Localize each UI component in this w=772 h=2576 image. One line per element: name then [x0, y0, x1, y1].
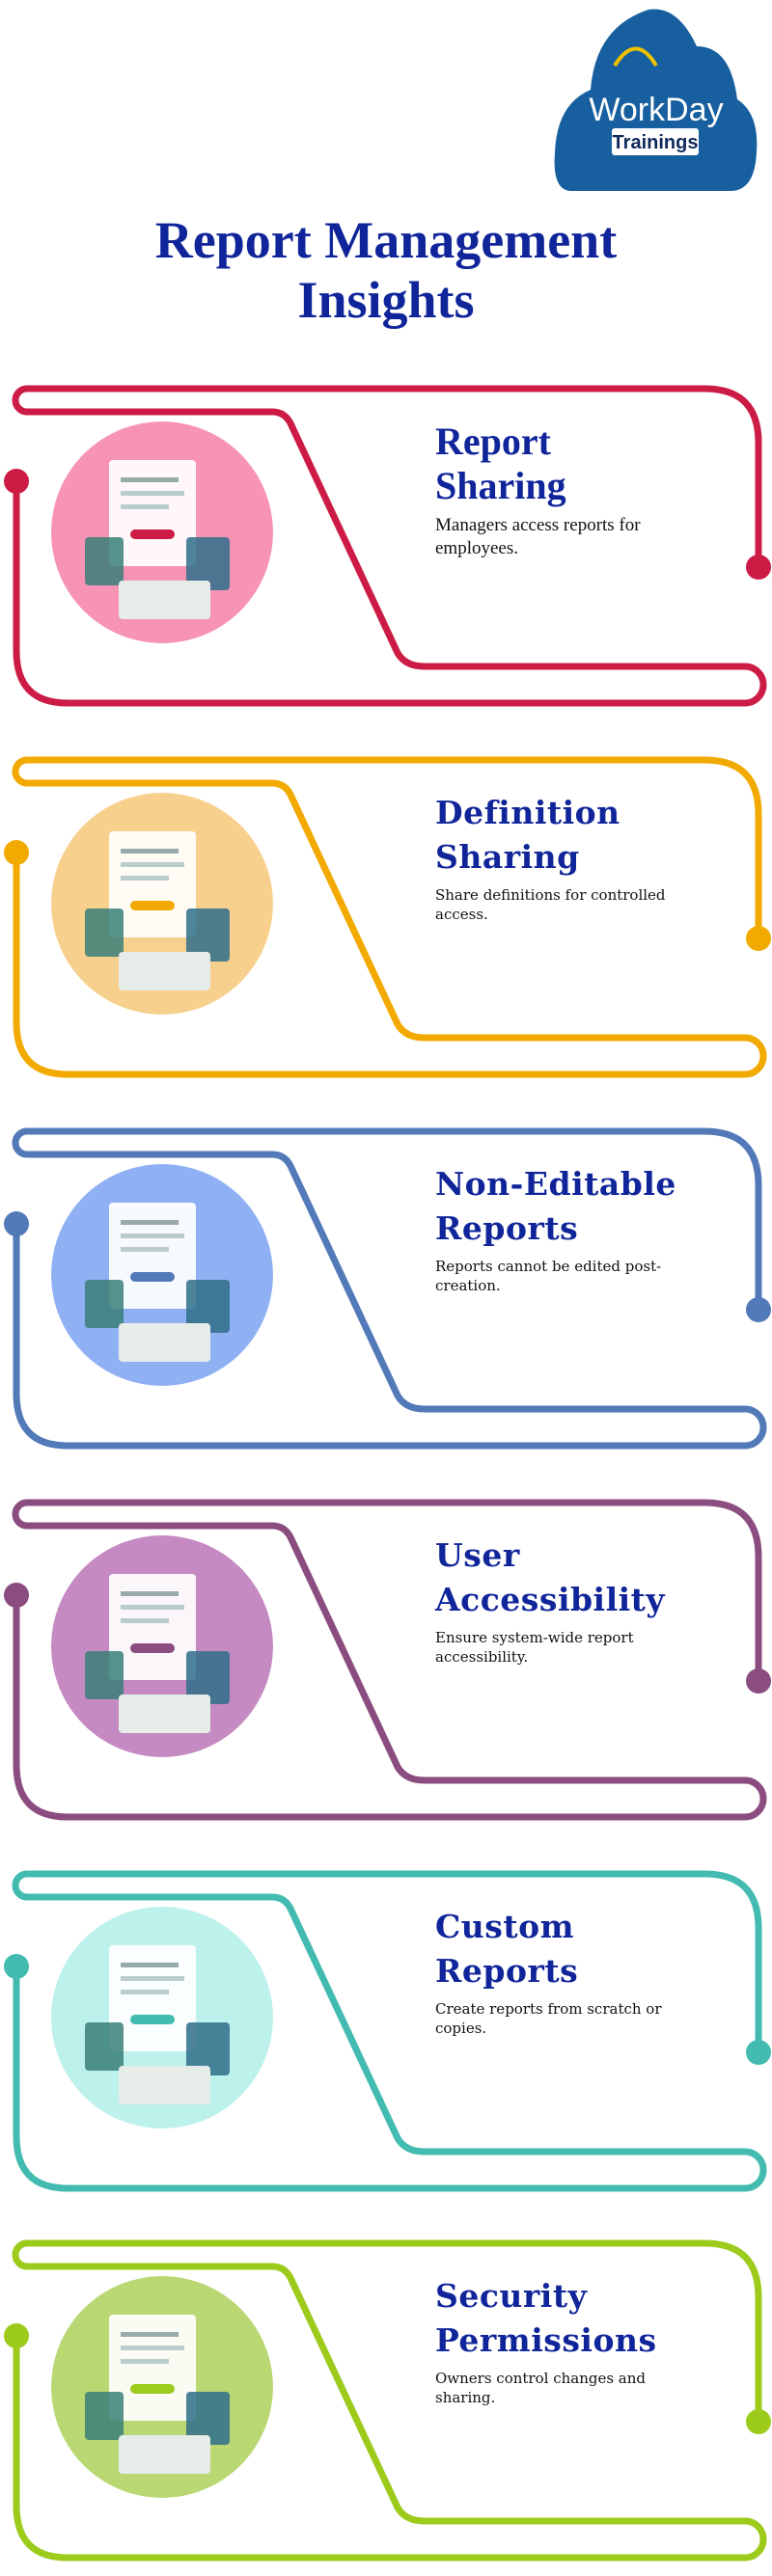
security-permissions-illustration [51, 2276, 273, 2498]
connector-frame [4, 385, 771, 707]
heading-line-1: Definition [435, 794, 620, 831]
definition-sharing-illustration [51, 793, 273, 1015]
heading-line-1: Custom [435, 1908, 575, 1945]
page-title: Report Management Insights [0, 210, 772, 330]
left-dot [4, 2323, 29, 2348]
left-dot [4, 1954, 29, 1979]
heading-line-2: Accessibility [435, 1581, 666, 1618]
section-description: Create reports from scratch or copies. [435, 2000, 662, 2037]
section-heading: Report Sharing [435, 420, 696, 508]
section-description: Share definitions for controlled access. [435, 886, 666, 923]
heading-line-2: Reports [435, 1952, 579, 1990]
left-dot [4, 1583, 29, 1608]
section-text: Definition Sharing Share definitions for… [435, 791, 696, 924]
custom-reports-illustration [51, 1907, 273, 2129]
section-text: Report Sharing Managers access reports f… [435, 420, 696, 560]
report-sharing-illustration [51, 421, 273, 643]
heading-line-2: Permissions [435, 2321, 657, 2359]
connector-frame [4, 1127, 771, 1450]
non-editable-reports-illustration [51, 1164, 273, 1386]
heading-line-1: Security [435, 2277, 588, 2315]
section-heading: Non-Editable Reports [435, 1162, 696, 1251]
section-heading: User Accessibility [435, 1533, 696, 1622]
section-description: Reports cannot be edited post-creation. [435, 1258, 662, 1294]
heading-line-1: User [435, 1536, 520, 1574]
left-dot [4, 840, 29, 865]
section-user-accessibility: User Accessibility Ensure system-wide re… [0, 1495, 772, 1828]
title-line-1: Report Management [154, 211, 618, 269]
right-dot [746, 555, 771, 580]
left-dot [4, 1211, 29, 1236]
section-text: Custom Reports Create reports from scrat… [435, 1905, 696, 2038]
section-text: Security Permissions Owners control chan… [435, 2274, 696, 2407]
section-report-sharing: Report Sharing Managers access reports f… [0, 381, 772, 714]
right-dot [746, 2409, 771, 2434]
section-heading: Definition Sharing [435, 791, 696, 880]
user-accessibility-illustration [51, 1535, 273, 1757]
connector-frame [4, 756, 771, 1078]
section-security-permissions: Security Permissions Owners control chan… [0, 2236, 772, 2568]
section-text: Non-Editable Reports Reports cannot be e… [435, 1162, 696, 1295]
svg-text:WorkDay: WorkDay [589, 92, 723, 128]
heading-line-2: Reports [435, 1209, 579, 1247]
heading-line-2: Sharing [435, 838, 580, 876]
connector-frame [4, 1499, 771, 1821]
right-dot [746, 1668, 771, 1694]
right-dot [746, 1297, 771, 1322]
section-description: Managers access reports for employees. [435, 515, 641, 558]
title-line-2: Insights [297, 271, 475, 329]
section-heading: Security Permissions [435, 2274, 696, 2363]
right-dot [746, 2040, 771, 2065]
right-dot [746, 926, 771, 951]
connector-frame [4, 2239, 771, 2562]
heading-line-1: Non-Editable [435, 1165, 676, 1203]
section-heading: Custom Reports [435, 1905, 696, 1993]
section-description: Owners control changes and sharing. [435, 2370, 647, 2406]
section-text: User Accessibility Ensure system-wide re… [435, 1533, 696, 1667]
section-definition-sharing: Definition Sharing Share definitions for… [0, 752, 772, 1085]
left-dot [4, 469, 29, 494]
heading-line-1: Report [435, 420, 551, 463]
heading-line-2: Sharing [435, 464, 566, 507]
svg-text:Trainings: Trainings [613, 132, 699, 153]
section-custom-reports: Custom Reports Create reports from scrat… [0, 1866, 772, 2199]
section-non-editable-reports: Non-Editable Reports Reports cannot be e… [0, 1124, 772, 1456]
section-description: Ensure system-wide report accessibility. [435, 1629, 634, 1666]
workday-trainings-logo: WorkDay Trainings [552, 8, 759, 196]
connector-frame [4, 1870, 771, 2192]
